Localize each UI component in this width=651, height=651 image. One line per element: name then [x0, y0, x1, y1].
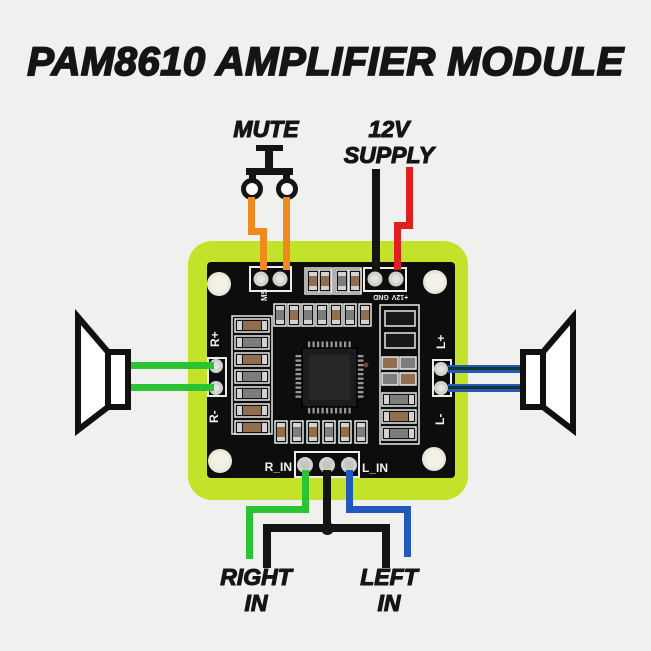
left-in-wire-jog	[346, 506, 411, 513]
mounting-holes	[207, 270, 447, 473]
left-speaker-pads: L+ L-	[432, 335, 452, 425]
page-title: PAM8610 AMPLIFIER MODULE	[26, 39, 624, 85]
ground-wire-junction	[321, 522, 334, 535]
right-in-label-line2: IN	[244, 589, 268, 616]
left-in-label-line1: LEFT	[360, 563, 419, 590]
supply-12v-wire-drop	[394, 222, 401, 270]
right-in-label: RIGHT IN	[193, 563, 319, 616]
speaker-icon	[75, 308, 131, 436]
power-pads: GND +12V	[363, 267, 408, 300]
ground-wire	[323, 470, 331, 532]
right-speaker-wire-pos	[122, 362, 214, 369]
left-in-label-line2: IN	[377, 589, 401, 616]
right-in-wire-drop	[246, 506, 253, 559]
left-speaker-wire-neg	[448, 384, 526, 392]
right-in-wire	[302, 470, 309, 513]
right-in-wire-jog	[246, 506, 309, 513]
r-in-pad-label: R_IN	[265, 460, 292, 474]
push-button-plunger-stem	[265, 149, 273, 170]
mute-wire-left	[248, 197, 255, 235]
amplifier-module-board: MS GND +12V R+ R- L+ L-	[188, 241, 468, 500]
input-pads: R_IN L_IN	[265, 451, 388, 478]
left-in-label: LEFT IN	[326, 563, 452, 616]
12v-pad-label: +12V	[391, 293, 408, 300]
left-speaker-wire-pos	[448, 365, 526, 373]
push-button-body	[246, 168, 293, 175]
speaker-icon	[520, 308, 576, 436]
mute-wire-left-drop	[260, 228, 267, 270]
right-speaker-wire-neg	[122, 384, 214, 391]
supply-gnd-wire	[372, 169, 380, 270]
l-minus-label: L-	[433, 414, 447, 425]
mute-label: MUTE	[233, 115, 299, 142]
mute-wire-right	[283, 197, 290, 270]
push-button-plunger-cap	[256, 145, 283, 151]
r-plus-label: R+	[208, 331, 222, 347]
mute-pads: MS	[249, 266, 292, 301]
supply-label-line1: 12V	[368, 115, 410, 142]
supply-12v-wire-jog	[394, 222, 413, 229]
l-in-pad-label: L_IN	[362, 461, 388, 475]
amplifier-chip	[295, 341, 369, 414]
l-plus-label: L+	[434, 335, 448, 349]
supply-label-line2: SUPPLY	[343, 141, 435, 168]
gnd-pad-label: GND	[373, 293, 389, 300]
left-in-wire-drop	[404, 506, 411, 557]
ground-wire-left-drop	[263, 524, 271, 568]
smd-components	[231, 267, 420, 445]
ms-pad-label: MS	[260, 288, 269, 301]
right-in-label-line1: RIGHT	[220, 563, 293, 590]
r-minus-label: R-	[207, 410, 221, 423]
left-in-wire	[346, 470, 353, 513]
supply-label: 12V SUPPLY	[327, 115, 451, 168]
ground-wire-right-drop	[382, 524, 390, 568]
supply-12v-wire	[406, 167, 413, 229]
mute-wire-left-jog	[248, 228, 267, 235]
